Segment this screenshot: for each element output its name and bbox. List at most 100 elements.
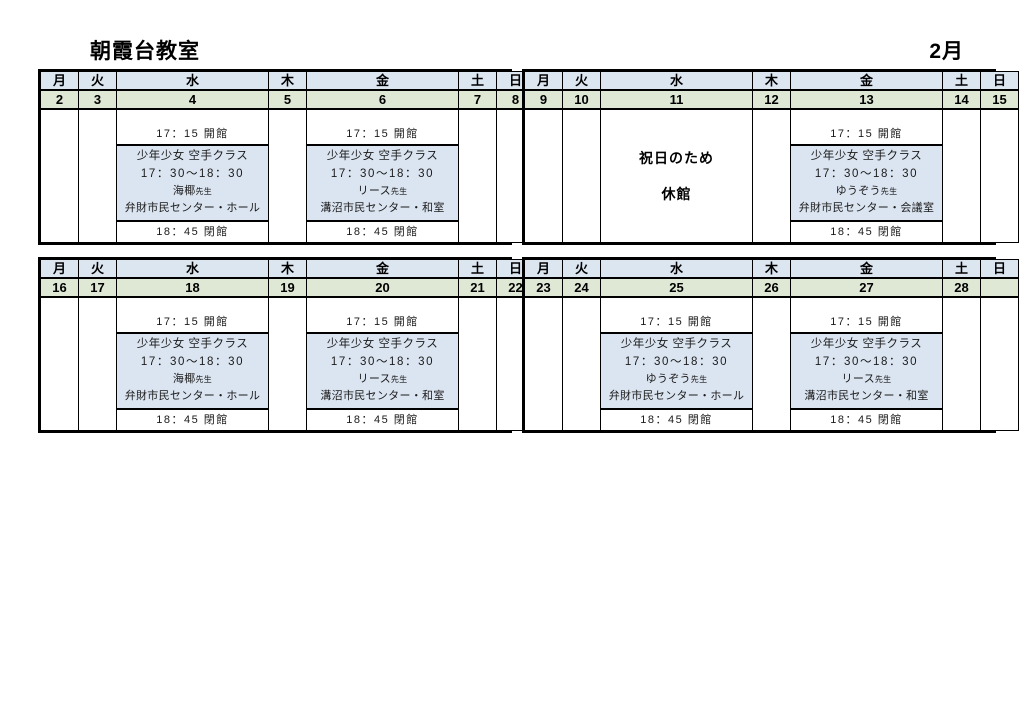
- dow-header-thu: 木: [268, 259, 307, 279]
- close-time-label: 18：45 閉館: [117, 409, 268, 430]
- empty-day-cell: [563, 298, 600, 430]
- date-cell-15: 15: [980, 89, 1019, 110]
- day-of-week-header-row: 月火水木金土日: [40, 259, 535, 279]
- class-time-label: 17：30〜18：30: [330, 356, 435, 368]
- dow-header-sat: 土: [458, 259, 497, 279]
- dow-header-sat: 土: [942, 71, 981, 91]
- empty-day-cell: [269, 110, 306, 242]
- teacher-honorific: 先生: [195, 375, 213, 384]
- close-time-label: 18：45 閉館: [307, 409, 458, 430]
- class-venue-label: 弁財市民センター・ホール: [124, 202, 261, 214]
- class-name-label: 少年少女 空手クラス: [136, 338, 249, 350]
- class-name-label: 少年少女 空手クラス: [136, 150, 249, 162]
- empty-day-cell: [943, 110, 980, 242]
- empty-day-cell: [79, 298, 116, 430]
- class-venue-label: 溝沼市民センター・和室: [320, 202, 445, 214]
- date-cell-empty: [980, 277, 1019, 298]
- day-cell-19: [268, 296, 307, 431]
- class-time-label: 17：30〜18：30: [330, 168, 435, 180]
- dow-header-sat: 土: [458, 71, 497, 91]
- class-teacher-label: ゆうぞう先生: [791, 183, 942, 200]
- class-time-label: 17：30〜18：30: [140, 168, 245, 180]
- teacher-name: 海椰: [172, 373, 196, 385]
- open-time-label: 17：15 開館: [117, 312, 268, 333]
- date-cell-16: 16: [40, 277, 79, 298]
- empty-day-cell: [459, 298, 496, 430]
- date-cell-13: 13: [790, 89, 943, 110]
- dow-header-tue: 火: [562, 259, 601, 279]
- dow-header-mon: 月: [40, 71, 79, 91]
- classroom-title: 朝霞台教室: [90, 39, 200, 63]
- day-cell-5: [268, 108, 307, 243]
- page-header: 朝霞台教室 2月: [38, 36, 986, 66]
- empty-day-cell: [41, 110, 78, 242]
- close-time-label: 18：45 閉館: [117, 221, 268, 242]
- date-cell-25: 25: [600, 277, 753, 298]
- dow-header-sun: 日: [980, 71, 1019, 91]
- empty-day-cell: [753, 298, 790, 430]
- class-teacher-label: 海椰先生: [117, 371, 268, 388]
- day-cell-3: [78, 108, 117, 243]
- class-time-label: 17：30〜18：30: [814, 356, 919, 368]
- date-cell-5: 5: [268, 89, 307, 110]
- date-cell-26: 26: [752, 277, 791, 298]
- empty-day-cell: [981, 110, 1018, 242]
- date-cell-24: 24: [562, 277, 601, 298]
- open-time-label: 17：15 開館: [601, 312, 752, 333]
- day-cell-23: [524, 296, 563, 431]
- teacher-name: リース: [357, 373, 391, 385]
- class-name-label: 少年少女 空手クラス: [620, 338, 733, 350]
- empty-day-cell: [269, 298, 306, 430]
- teacher-honorific: 先生: [195, 187, 213, 196]
- class-name-label: 少年少女 空手クラス: [810, 150, 923, 162]
- class-venue-label: 溝沼市民センター・和室: [804, 390, 929, 402]
- date-cell-9: 9: [524, 89, 563, 110]
- day-cell-11: 祝日のため休館: [600, 108, 753, 243]
- class-time-label: 17：30〜18：30: [624, 356, 729, 368]
- dow-header-wed: 水: [116, 71, 269, 91]
- date-cell-21: 21: [458, 277, 497, 298]
- day-cell-blank: [980, 296, 1019, 431]
- empty-day-cell: [459, 110, 496, 242]
- teacher-honorific: 先生: [690, 375, 708, 384]
- dow-header-tue: 火: [78, 259, 117, 279]
- day-cell-7: [458, 108, 497, 243]
- teacher-name: ゆうぞう: [645, 373, 691, 385]
- day-cell-10: [562, 108, 601, 243]
- dow-header-mon: 月: [524, 71, 563, 91]
- date-cell-27: 27: [790, 277, 943, 298]
- day-cell-14: [942, 108, 981, 243]
- date-cell-2: 2: [40, 89, 79, 110]
- month-title: 2月: [929, 39, 964, 63]
- empty-day-cell: [525, 298, 562, 430]
- dow-header-sun: 日: [980, 259, 1019, 279]
- date-cell-11: 11: [600, 89, 753, 110]
- teacher-name: ゆうぞう: [835, 185, 881, 197]
- open-time-label: 17：15 開館: [307, 124, 458, 145]
- class-name-label: 少年少女 空手クラス: [810, 338, 923, 350]
- day-cell-12: [752, 108, 791, 243]
- day-cell-26: [752, 296, 791, 431]
- dow-header-fri: 金: [790, 71, 943, 91]
